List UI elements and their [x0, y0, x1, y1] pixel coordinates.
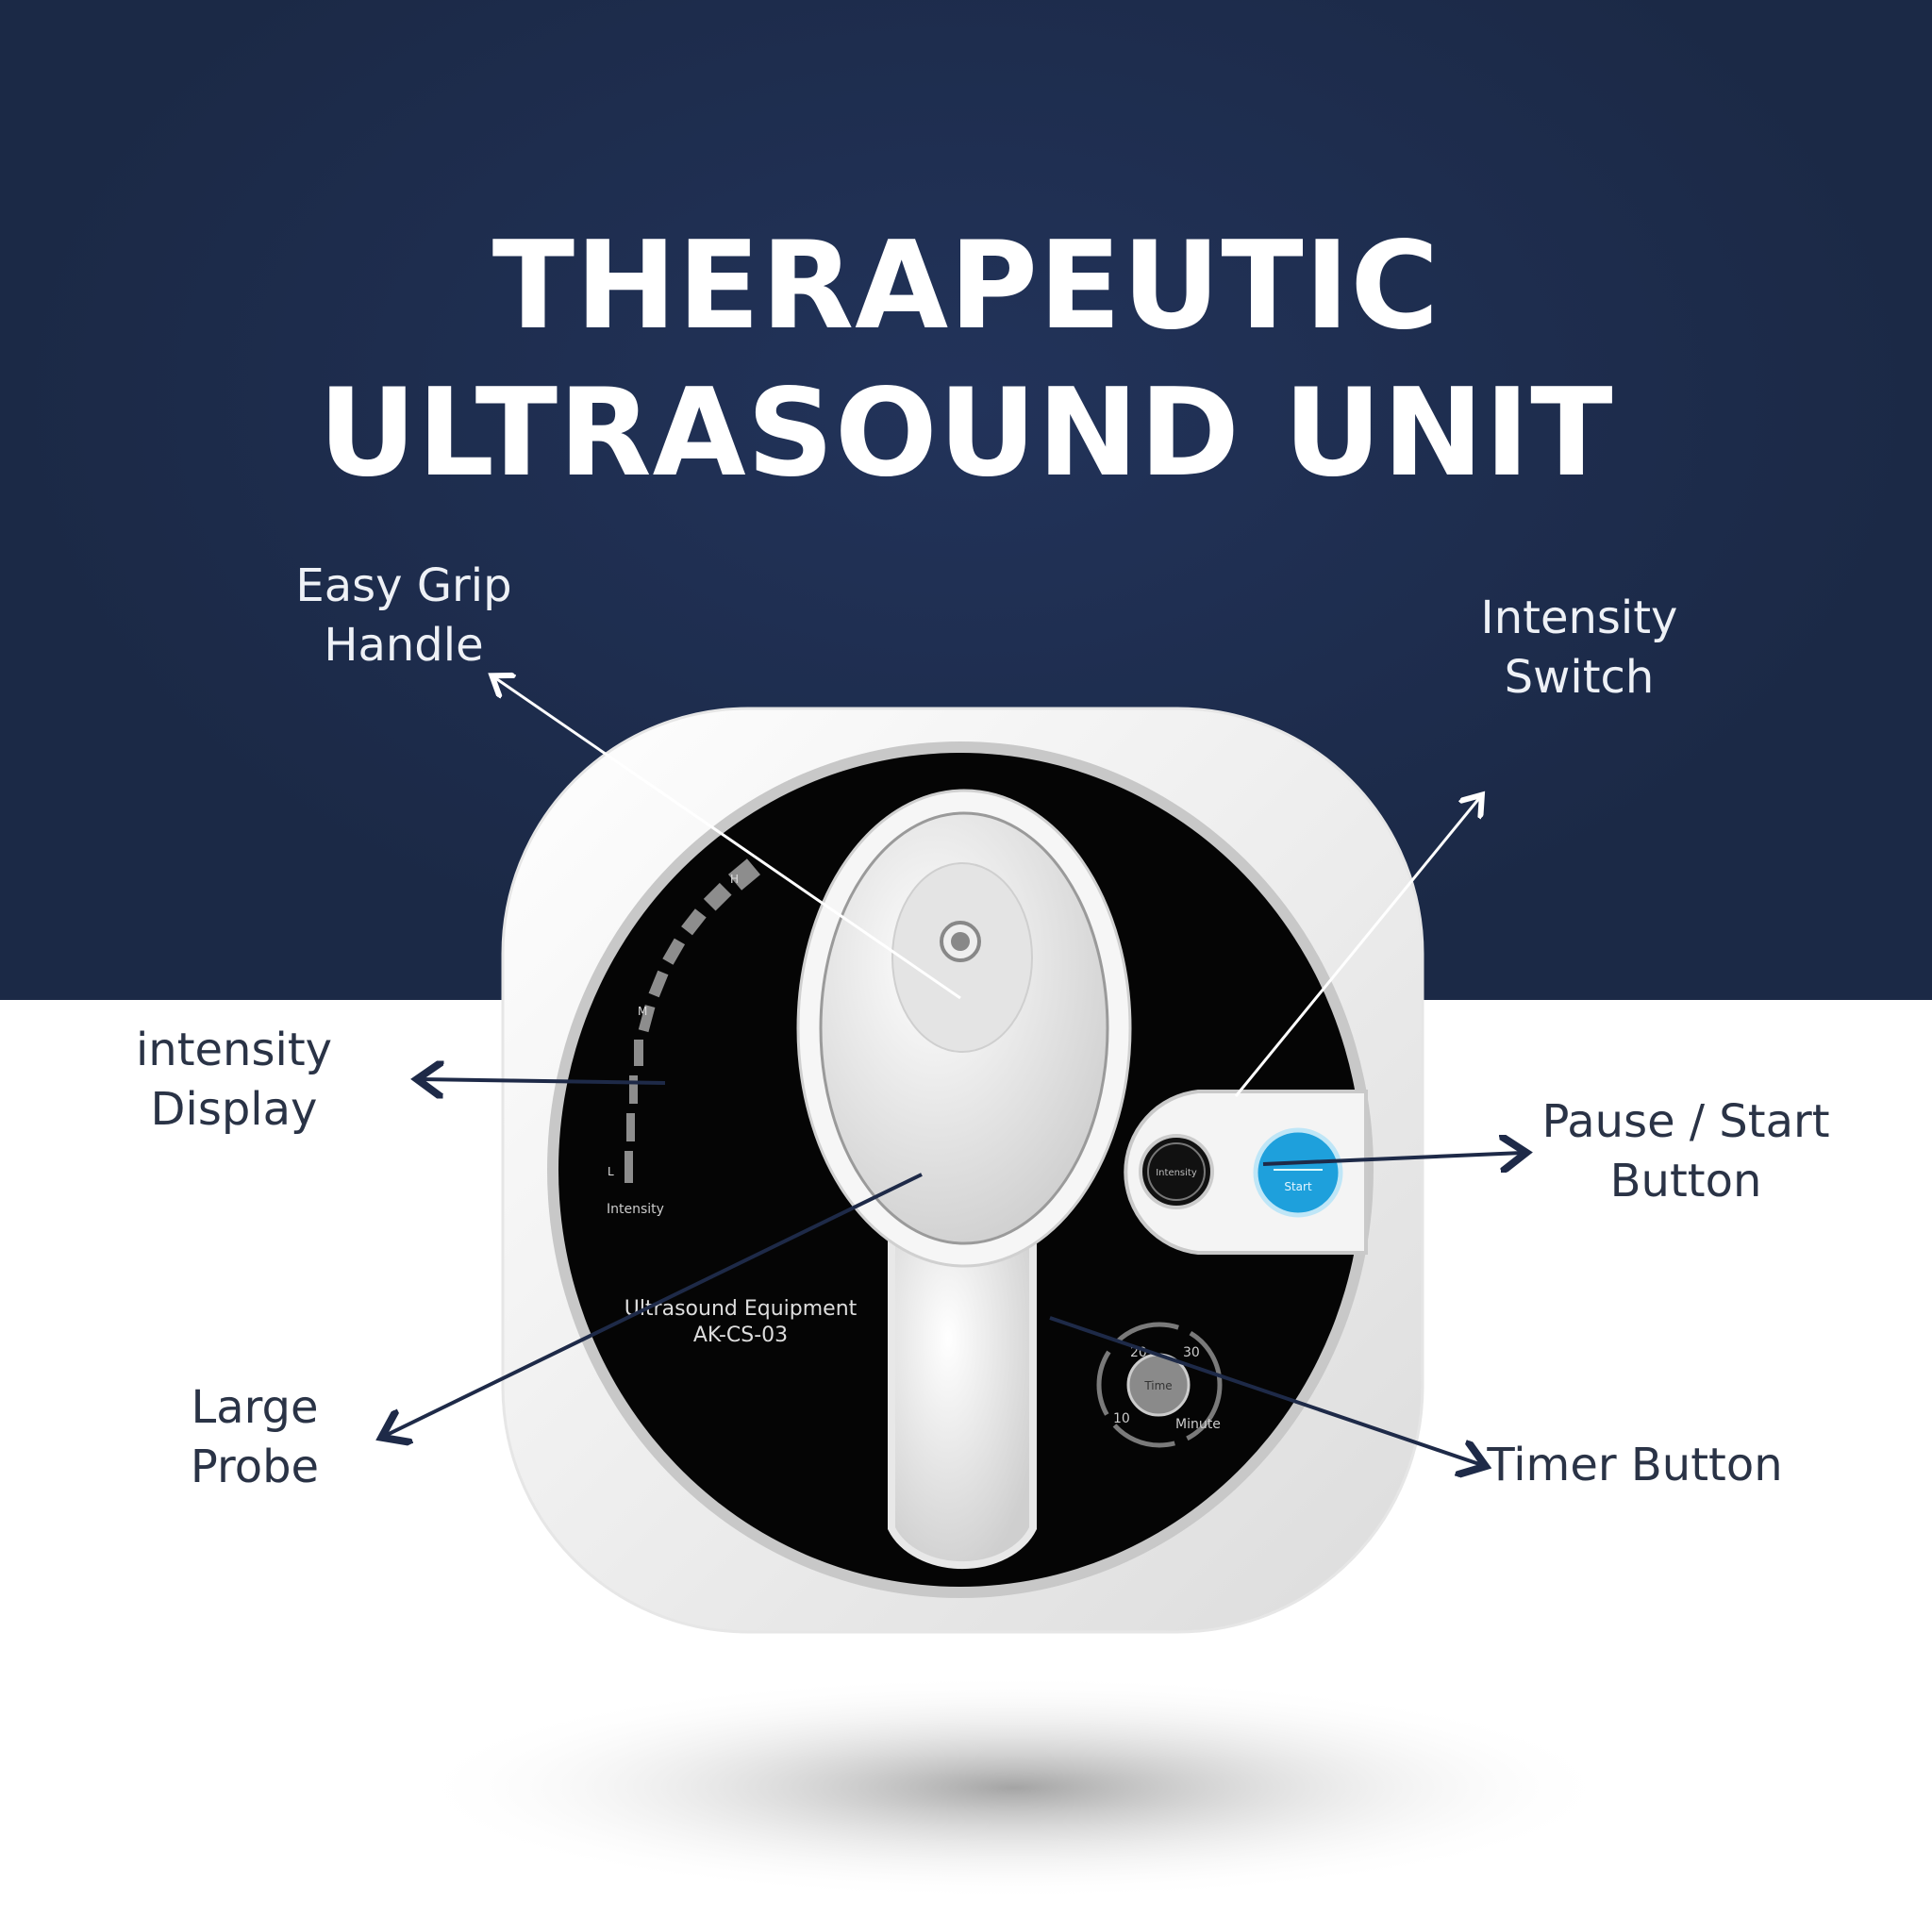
- svg-text:Start: Start: [1284, 1180, 1312, 1193]
- arrow-large-probe: [385, 1173, 923, 1436]
- svg-text:30: 30: [1183, 1345, 1200, 1360]
- intensity-text: Intensity: [607, 1202, 664, 1217]
- title-line1: THERAPEUTIC: [491, 216, 1441, 357]
- arrow-intensity-switch: [1234, 797, 1480, 1097]
- title-line2: ULTRASOUND UNIT: [318, 363, 1614, 504]
- svg-text:Time: Time: [1143, 1379, 1172, 1392]
- timer-ring: [1096, 1322, 1223, 1448]
- start-button: [1253, 1127, 1343, 1218]
- probe-handle: [888, 1213, 1037, 1570]
- callout-pause-start: Pause / Start Button: [1541, 1095, 1830, 1208]
- arrow-timer: [1049, 1316, 1482, 1465]
- arrow-intensity-display: [421, 1079, 666, 1083]
- callout-large-probe: Large Probe: [190, 1381, 320, 1493]
- svg-text:Minute: Minute: [1175, 1417, 1221, 1432]
- svg-text:Intensity: Intensity: [1156, 1168, 1197, 1178]
- intensity-knob: [1139, 1134, 1214, 1209]
- scale-mid: M: [638, 1005, 647, 1018]
- callout-intensity-display: intensity Display: [135, 1024, 333, 1136]
- callout-intensity-switch: Intensity Switch: [1480, 591, 1678, 704]
- scale-low: L: [608, 1165, 614, 1178]
- callout-easy-grip: Easy Grip Handle: [295, 559, 512, 672]
- svg-text:10: 10: [1113, 1411, 1130, 1426]
- device-model: AK-CS-03: [693, 1324, 788, 1347]
- scale-high: H: [730, 873, 739, 886]
- arrow-easy-grip: [494, 677, 961, 1000]
- callout-timer-button: Timer Button: [1487, 1439, 1783, 1491]
- floor-shadow: [410, 1674, 1618, 1901]
- arrow-pause-start: [1262, 1153, 1523, 1164]
- intensity-scale: [625, 858, 761, 1183]
